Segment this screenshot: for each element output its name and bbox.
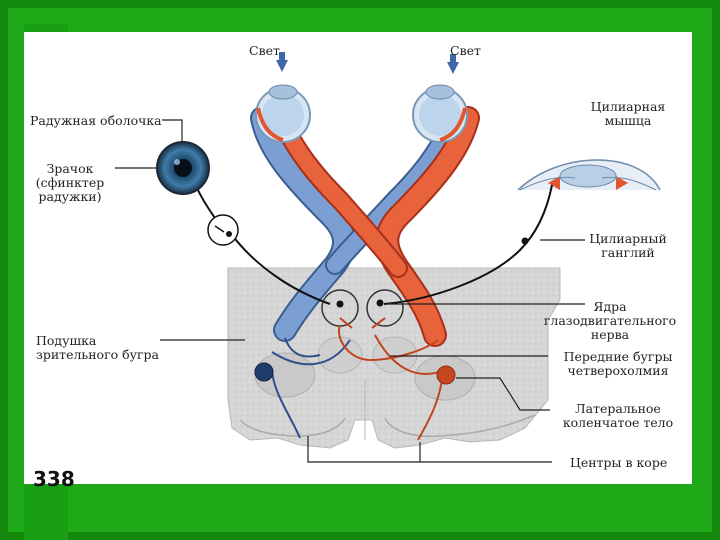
oculomotor-line-3: нерва bbox=[590, 327, 630, 342]
optic-nerve-red bbox=[272, 106, 480, 347]
oculomotor-line-2: глазодвигательного bbox=[543, 313, 677, 328]
cortex-centers-label: Центры в коре bbox=[570, 455, 668, 470]
diagram-panel bbox=[24, 32, 692, 484]
geniculate-line-1: Латеральное bbox=[575, 401, 661, 416]
pupil-label-line-1: Зрачок bbox=[46, 161, 94, 176]
light-label-left: Свет bbox=[249, 43, 280, 58]
pupil-label: Зрачок (сфинктер радужки) bbox=[32, 162, 108, 204]
pulvinar-line-1: Подушка bbox=[36, 333, 97, 348]
ciliary-muscle-lens bbox=[517, 159, 661, 191]
leader-lines bbox=[115, 119, 585, 463]
ciliary-muscle-label: Цилиарная мышца bbox=[588, 100, 668, 128]
iris-eye-icon bbox=[156, 141, 210, 195]
eyeball-right bbox=[412, 84, 468, 143]
oculomotor-line-1: Ядра bbox=[593, 299, 627, 314]
iris-label: Радужная оболочка bbox=[30, 113, 162, 128]
pulvinar-line-2: зрительного бугра bbox=[36, 347, 159, 362]
colliculi-line-2: четверохолмия bbox=[567, 363, 669, 378]
light-arrow-right-icon bbox=[447, 54, 459, 74]
eyeball-left bbox=[255, 84, 311, 143]
pupil-label-line-3: радужки) bbox=[38, 189, 102, 204]
geniculate-line-2: коленчатое тело bbox=[562, 415, 674, 430]
ciliary-muscle-line-2: мышца bbox=[604, 113, 652, 128]
geniculate-bodies bbox=[254, 362, 456, 385]
ciliary-ganglion-label: Цилиарный ганглий bbox=[584, 232, 672, 260]
ciliary-ganglion-line-1: Цилиарный bbox=[589, 231, 667, 246]
oculomotor-nuclei-label: Ядра глазодвигательного нерва bbox=[540, 300, 680, 342]
ganglion-circle-left bbox=[207, 214, 239, 246]
lateral-geniculate-label: Латеральное коленчатое тело bbox=[556, 402, 680, 430]
superior-colliculi-label: Передние бугры четверохолмия bbox=[556, 350, 680, 378]
light-label-right: Свет bbox=[450, 43, 481, 58]
ciliary-muscle-line-1: Цилиарная bbox=[590, 99, 666, 114]
page-number: 338 bbox=[33, 467, 75, 491]
ganglion-dot-right bbox=[521, 237, 529, 245]
colliculi-line-1: Передние бугры bbox=[563, 349, 673, 364]
ciliary-ganglion-line-2: ганглий bbox=[601, 245, 655, 260]
pupillary-reflex-diagram bbox=[115, 52, 661, 463]
light-arrow-left-icon bbox=[276, 52, 288, 72]
pupil-label-line-2: (сфинктер bbox=[35, 175, 105, 190]
pulvinar-label: Подушка зрительного бугра bbox=[36, 334, 159, 362]
